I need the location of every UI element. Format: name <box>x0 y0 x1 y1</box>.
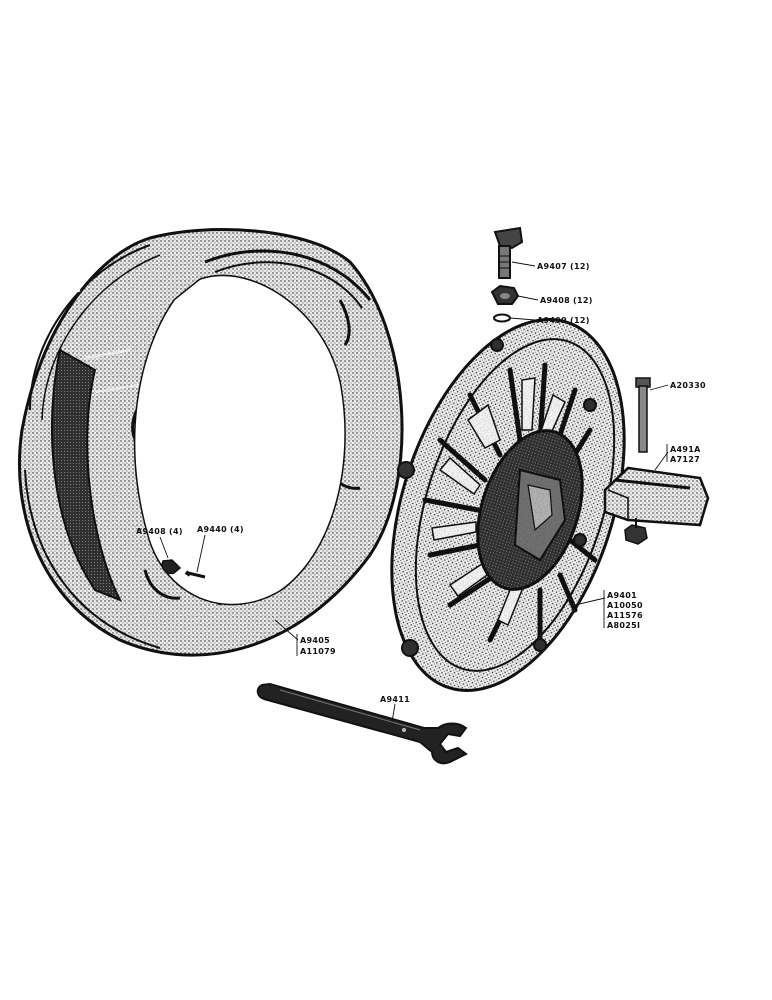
rim-clamp-bolt <box>184 570 206 579</box>
label-wrench: A9411 <box>380 695 410 704</box>
hub-nut <box>490 284 520 305</box>
rim-clamp-nut <box>161 559 182 575</box>
rim-nut-leader <box>159 536 169 559</box>
clamp-nut <box>624 518 648 545</box>
wheel-hub <box>390 318 626 692</box>
nut-leader <box>517 295 539 301</box>
clamp-block <box>603 466 710 527</box>
label-hub-4: A8025I <box>607 621 640 630</box>
label-clamp-bolt: A20330 <box>670 381 706 390</box>
rim-leader <box>274 619 299 641</box>
label-rim-nut: A9408 (4) <box>136 527 183 536</box>
label-clamp-block-1: A491A <box>670 445 701 454</box>
label-bolt: A9407 (12) <box>537 262 590 271</box>
label-clamp-block-2: A7127 <box>670 455 700 464</box>
washer-leader <box>509 317 536 321</box>
label-hub-3: A11576 <box>607 611 643 620</box>
label-rim-2: A11079 <box>300 647 336 656</box>
label-washer: A9409 (12) <box>537 316 590 325</box>
rim-bolt-leader <box>196 534 206 573</box>
clamp-block-leader <box>654 451 669 471</box>
wrench <box>256 682 468 765</box>
wheel-rim <box>18 228 404 657</box>
label-hub-1: A9401 <box>607 591 637 600</box>
clamp-bolt-leader <box>649 384 669 391</box>
label-rim-bolt: A9440 (4) <box>197 525 244 534</box>
clamp-bolt <box>635 377 651 453</box>
label-hub-2: A10050 <box>607 601 643 610</box>
bolt-leader <box>511 261 536 267</box>
wrench-leader <box>391 703 396 723</box>
label-nut: A9408 (12) <box>540 296 593 305</box>
label-rim-1: A9405 <box>300 636 330 645</box>
hub-leader <box>574 597 606 606</box>
hub-washer <box>493 313 511 323</box>
hub-bolt <box>493 226 524 279</box>
